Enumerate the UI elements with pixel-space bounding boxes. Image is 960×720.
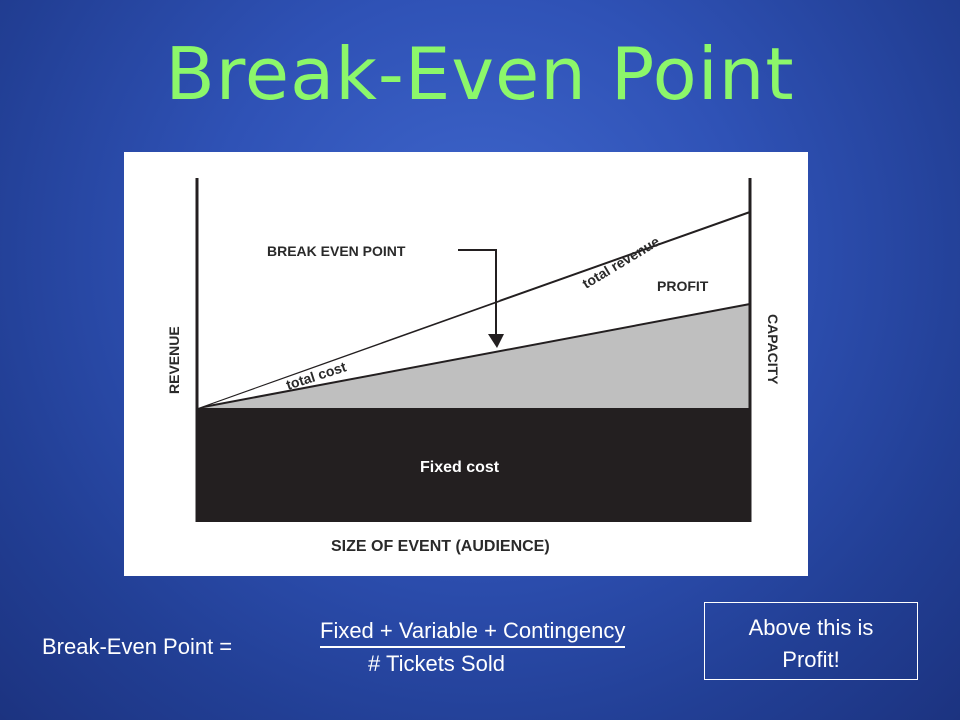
x-axis-label: SIZE OF EVENT (AUDIENCE) bbox=[331, 538, 550, 555]
callout-line-1: Above this is bbox=[748, 615, 874, 640]
profit-callout-box: Above this is Profit! bbox=[704, 602, 918, 680]
total-revenue-label: total revenue bbox=[579, 233, 662, 292]
diagram-svg: BREAK EVEN POINT PROFIT Fixed cost SIZE … bbox=[166, 178, 781, 555]
fixed-cost-label: Fixed cost bbox=[420, 459, 500, 476]
total-cost-line bbox=[197, 303, 751, 409]
formula-denominator: # Tickets Sold bbox=[368, 651, 505, 676]
break-even-arrow bbox=[458, 249, 497, 342]
capacity-axis-label: CAPACITY bbox=[765, 314, 781, 385]
formula-label: Break-Even Point = bbox=[42, 634, 233, 659]
revenue-axis-label: REVENUE bbox=[166, 326, 182, 394]
profit-label: PROFIT bbox=[657, 278, 709, 294]
break-even-diagram: BREAK EVEN POINT PROFIT Fixed cost SIZE … bbox=[124, 152, 808, 576]
arrow-head-icon bbox=[488, 334, 504, 348]
callout-line-2: Profit! bbox=[782, 647, 840, 672]
total-revenue-line bbox=[197, 211, 751, 409]
break-even-label: BREAK EVEN POINT bbox=[267, 243, 406, 259]
fixed-cost-area bbox=[196, 408, 750, 522]
formula-numerator: Fixed + Variable + Contingency bbox=[320, 618, 626, 648]
break-even-formula: Break-Even Point = Fixed + Variable + Co… bbox=[40, 612, 680, 682]
slide-title: Break-Even Point bbox=[165, 32, 795, 116]
revenue-mask bbox=[198, 300, 500, 408]
